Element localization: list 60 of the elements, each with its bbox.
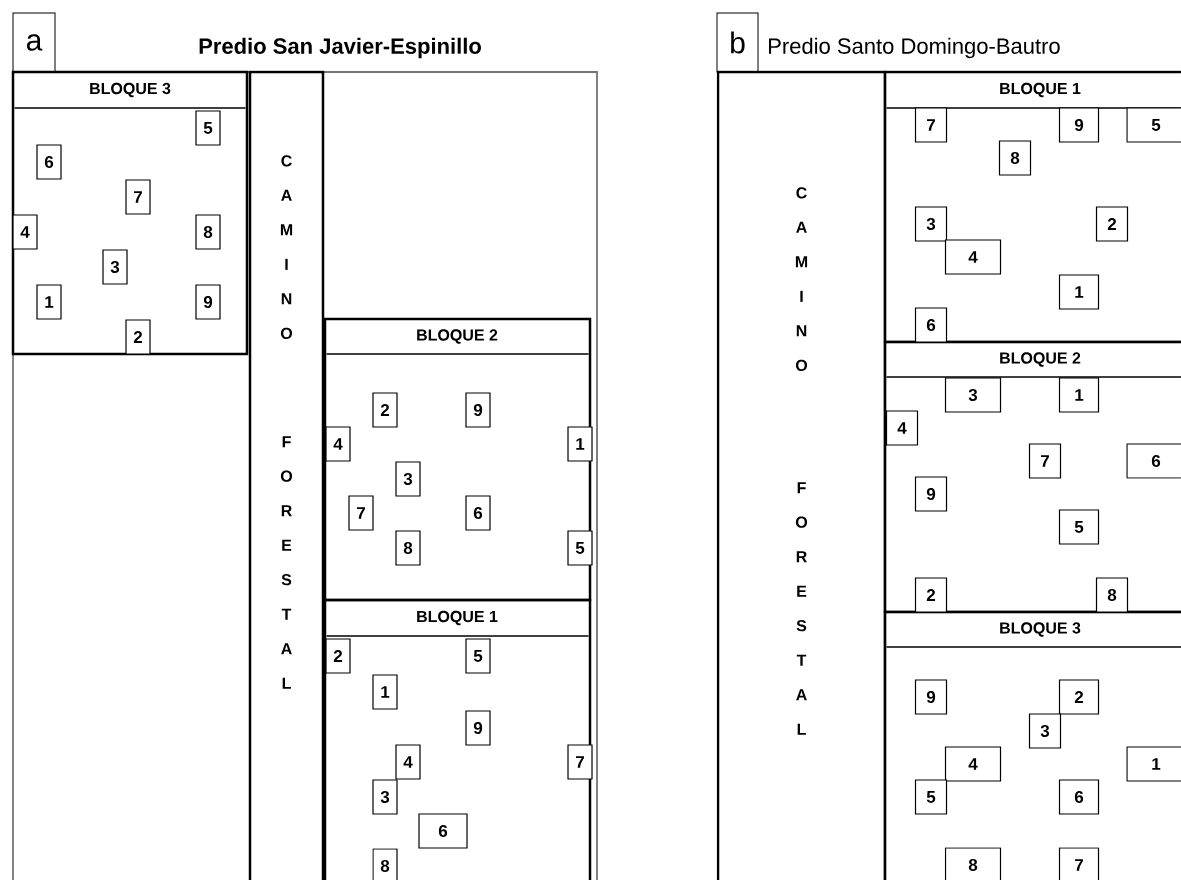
plot-box: 4 — [12, 214, 38, 250]
plot-box: 2 — [914, 577, 948, 613]
plot-box: 9 — [1058, 107, 1100, 143]
plot-box: 1 — [372, 674, 398, 710]
plot-box: 5 — [567, 530, 593, 566]
plot-box: 9 — [465, 710, 491, 746]
node-label: Predio San Javier-Espinillo — [199, 37, 481, 59]
plot-box: 3 — [1028, 713, 1062, 749]
plot-box: 7 — [1028, 443, 1062, 479]
plot-box: 9 — [465, 392, 491, 428]
plot-box: 5 — [914, 779, 948, 815]
road-strip: C A M I N O F O R E S T A L — [248, 70, 325, 880]
plot-box: 1 — [567, 426, 593, 462]
plot-box: 6 — [36, 144, 62, 180]
plot-box: 6 — [1126, 443, 1181, 479]
plot-box: 2 — [372, 392, 398, 428]
panel-letter-box: b — [716, 12, 759, 73]
road-strip: C A M I N O F O R E S T A L — [716, 70, 887, 880]
plot-box: 3 — [372, 779, 398, 815]
plot-box: 7 — [914, 107, 948, 143]
plot-box: 1 — [1058, 377, 1100, 413]
plot-box: 1 — [1058, 274, 1100, 310]
plot-box: 7 — [1058, 847, 1100, 880]
plot-box: 2 — [1095, 206, 1129, 242]
plot-box: 4 — [325, 426, 351, 462]
plot-box: 4 — [944, 746, 1002, 782]
plot-box: 6 — [465, 495, 491, 531]
plot-box: 4 — [944, 239, 1002, 275]
plot-box: 8 — [372, 848, 398, 880]
plot-box: 2 — [125, 319, 151, 355]
plot-box: 8 — [1095, 577, 1129, 613]
plot-box: 5 — [195, 110, 221, 146]
plot-box: 5 — [465, 638, 491, 674]
panel-letter-box: a — [12, 12, 56, 73]
plot-box: 9 — [195, 284, 221, 320]
plot-box: 9 — [914, 679, 948, 715]
plot-box: 1 — [1126, 746, 1181, 782]
plot-box: 7 — [567, 744, 593, 780]
plot-box: 7 — [348, 495, 374, 531]
plot-box: 3 — [395, 461, 421, 497]
plot-box: 2 — [1058, 679, 1100, 715]
plot-box: 8 — [944, 847, 1002, 880]
plot-box: 6 — [418, 813, 468, 849]
plot-box: 8 — [395, 530, 421, 566]
plot-box: 1 — [36, 284, 62, 320]
plot-box: 3 — [944, 377, 1002, 413]
plot-box: 6 — [1058, 779, 1100, 815]
plot-box: 3 — [914, 206, 948, 242]
plot-box: 5 — [1058, 509, 1100, 545]
plot-box: 5 — [1126, 107, 1181, 143]
plot-box: 6 — [914, 307, 948, 343]
plot-box: 2 — [325, 638, 351, 674]
panel-title: Predio Santo Domingo-Bautro — [769, 37, 1060, 59]
plot-box: 4 — [395, 744, 421, 780]
plot-box: 3 — [102, 249, 128, 285]
plot-box: 4 — [885, 410, 919, 446]
plot-box: 8 — [195, 214, 221, 250]
plot-box: 8 — [998, 140, 1032, 176]
plot-box: 7 — [125, 179, 151, 215]
plot-box: 9 — [914, 476, 948, 512]
